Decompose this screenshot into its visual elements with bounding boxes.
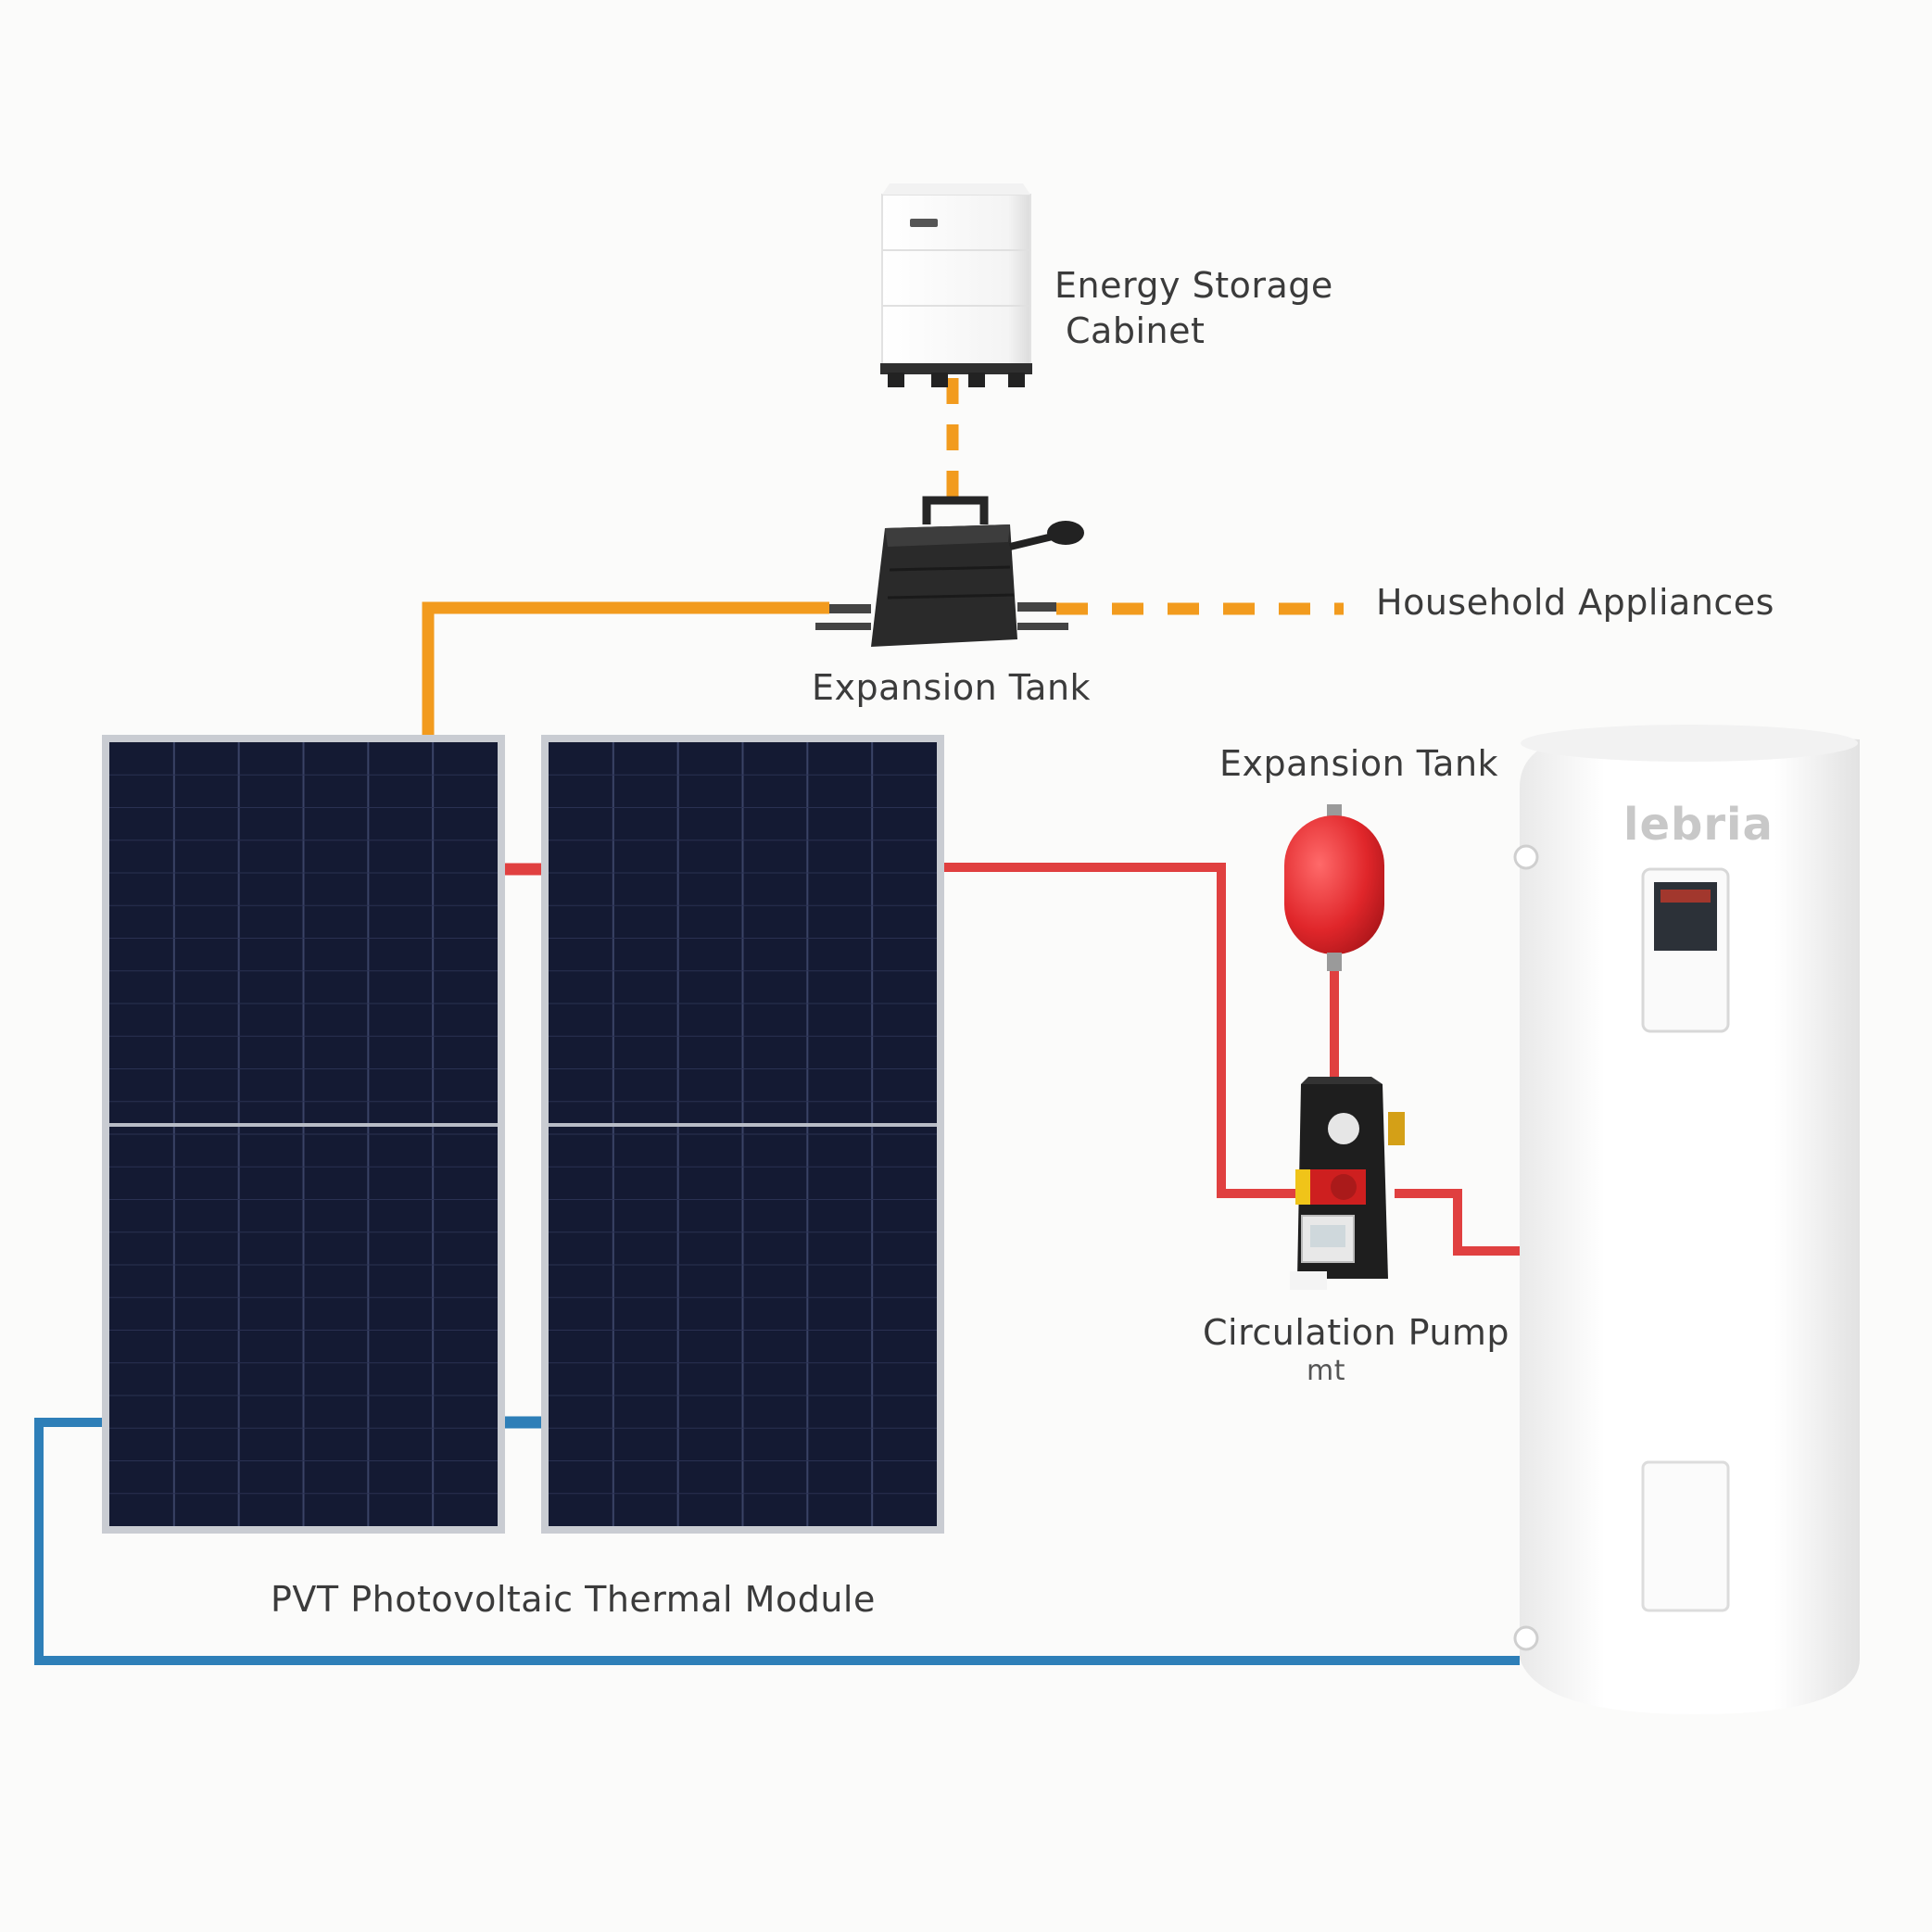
inverter-label: Expansion Tank	[812, 667, 1092, 708]
cold-water-pipes	[34, 1416, 1520, 1665]
solar-panel-icon	[102, 735, 505, 1534]
battery-cabinet-icon	[880, 183, 1032, 387]
hot-pipe-pump-to-heater	[1395, 1189, 1520, 1256]
water-heater-icon	[1513, 725, 1860, 1714]
energy-storage-label-line2: Cabinet	[1066, 310, 1206, 352]
expansion-tank-icon	[1284, 804, 1384, 971]
circulation-pump-icon	[1290, 1077, 1405, 1290]
household-appliances-label: Household Appliances	[1376, 582, 1774, 623]
energy-storage-label: Energy Storage Cabinet	[1054, 263, 1333, 355]
pvt-module-label: PVT Photovoltaic Thermal Module	[271, 1579, 876, 1620]
circulation-pump-label: Circulation Pump	[1203, 1312, 1510, 1353]
pvt-modules	[102, 735, 944, 1534]
energy-storage-label-line1: Energy Storage	[1054, 265, 1333, 306]
microinverter-icon	[815, 496, 1084, 647]
tank-brand-logo: lebria	[1623, 799, 1774, 851]
ac-wiring	[422, 378, 1344, 737]
cold-pipe-return	[34, 1418, 1520, 1665]
hot-pipe-to-pump	[942, 863, 1297, 1198]
hot-water-pipes	[505, 863, 1520, 1256]
ac-line-panel-to-inverter	[422, 601, 829, 737]
expansion-tank-label: Expansion Tank	[1219, 743, 1499, 784]
solar-panel-icon	[541, 735, 944, 1534]
circulation-pump-sublabel: mt	[1307, 1355, 1345, 1387]
